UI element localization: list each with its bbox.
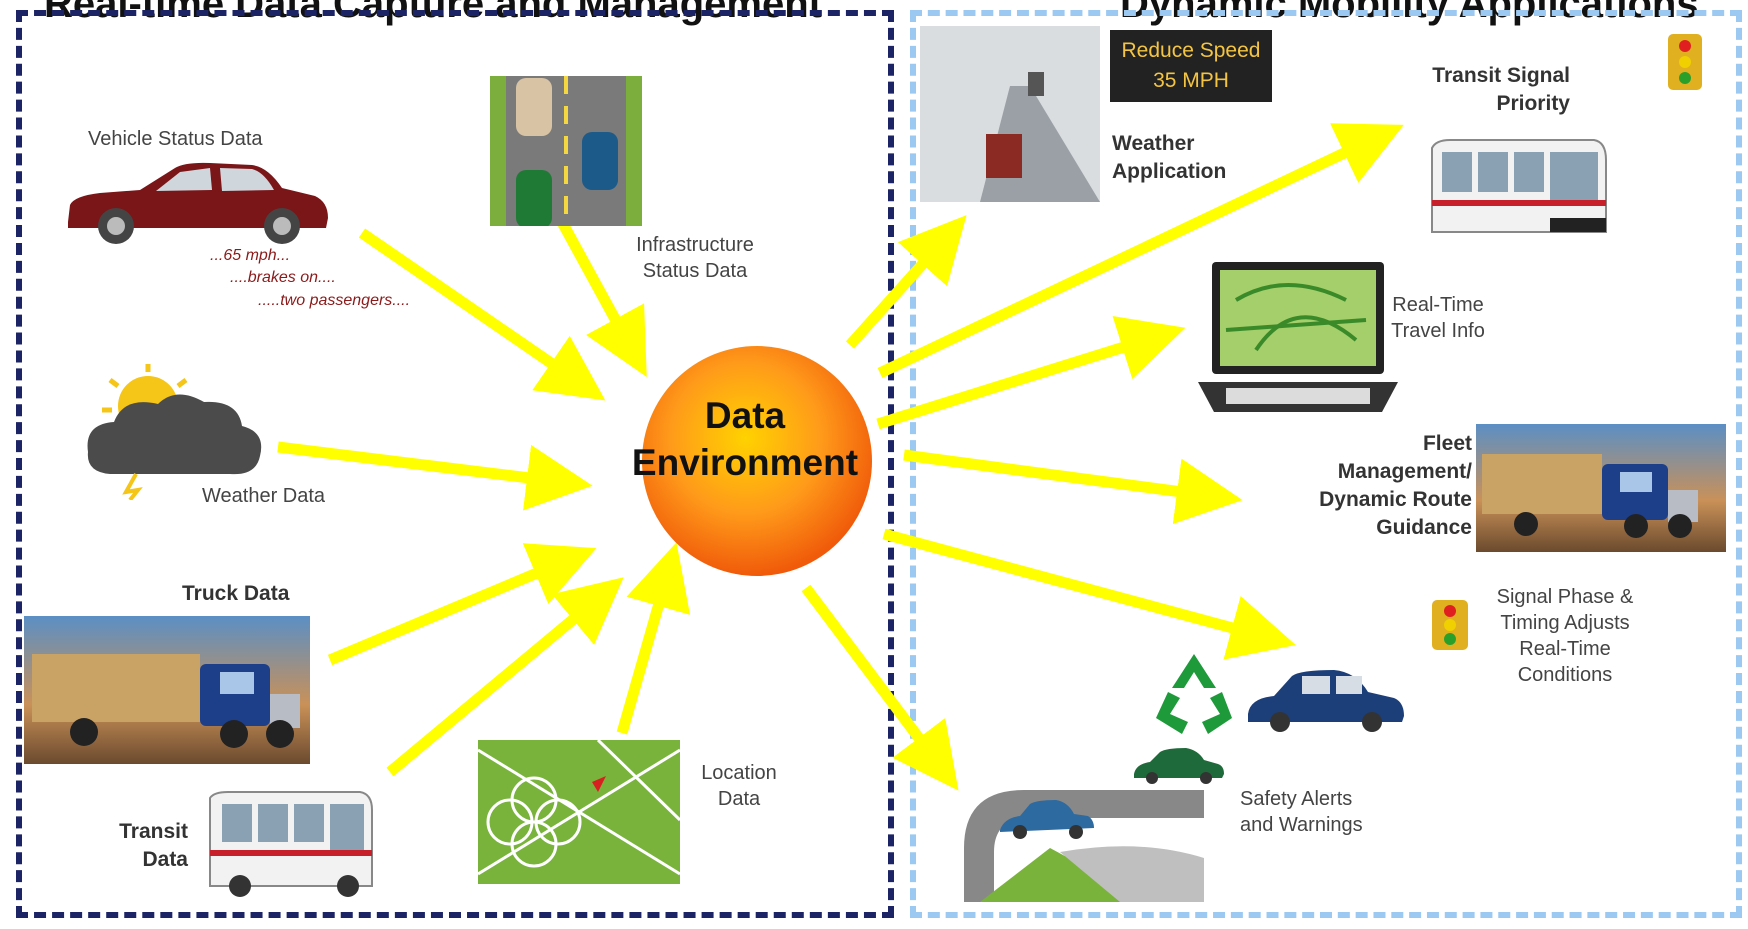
reduce-speed-sign: Reduce Speed 35 MPH	[1110, 30, 1272, 102]
travel-info-label: Real-Time Travel Info	[1391, 294, 1485, 342]
vehicle-note-speed: ...65 mph...	[210, 247, 291, 264]
signal-traffic-light-icon	[1432, 600, 1468, 650]
transit-data-label: Transit Data	[119, 820, 188, 871]
arrow-hub-to-safety	[801, 584, 959, 791]
transit-bus-icon	[1431, 139, 1607, 233]
arrow-hub-to-signal-phase	[882, 528, 1296, 660]
truck-icon	[24, 616, 310, 764]
arrow-hub-to-fleet	[903, 449, 1243, 525]
map-icon	[478, 740, 680, 884]
road-icon	[490, 76, 642, 226]
signal-car-icon	[1248, 670, 1404, 732]
arrow-weather-to-hub	[277, 441, 593, 511]
weather-data-label: Weather Data	[202, 485, 326, 507]
vehicle-note-brakes: ....brakes on....	[230, 269, 336, 286]
arrow-location-to-hub	[616, 542, 691, 735]
arrow-hub-to-travel-info	[876, 316, 1186, 430]
mobility-applications-panel	[910, 10, 1742, 918]
safety-car-icon	[1134, 748, 1224, 784]
truck-data-label: Truck Data	[182, 582, 290, 605]
arrow-infrastructure-to-hub	[557, 219, 647, 378]
infrastructure-label: Infrastructure Status Data	[636, 234, 754, 282]
signal-phase-label: Signal Phase & Timing Adjusts Real-Time …	[1496, 586, 1634, 686]
location-data-label: Location Data	[701, 762, 777, 810]
snow-road-icon	[920, 26, 1100, 202]
arrow-vehicle-to-hub	[358, 228, 606, 401]
data-capture-panel	[16, 10, 894, 918]
vehicle-note-passengers: .....two passengers....	[258, 292, 411, 309]
arrow-transit-to-hub	[386, 577, 624, 777]
arrow-hub-to-weather-app	[845, 215, 967, 349]
arrow-hub-to-transit-signal	[877, 123, 1404, 378]
arrow-truck-to-hub	[327, 543, 597, 666]
data-environment-hub	[642, 346, 872, 576]
weather-application-label: Weather Application	[1112, 132, 1227, 183]
bus-icon	[209, 791, 373, 897]
vehicle-status-label: Vehicle Status Data	[88, 128, 263, 150]
fleet-truck-icon	[1476, 424, 1726, 552]
car-icon	[68, 162, 328, 244]
safety-alerts-label: Safety Alerts and Warnings	[1240, 788, 1363, 836]
fleet-management-label: Fleet Management/ Dynamic Route Guidance	[1319, 432, 1472, 539]
road-curve-icon	[964, 790, 1204, 902]
recycle-icon	[1156, 654, 1232, 734]
transit-signal-priority-label: Transit Signal Priority	[1432, 64, 1570, 115]
cloud-sun-icon	[87, 364, 262, 500]
laptop-icon	[1198, 262, 1398, 412]
hub-label: Data Environment	[631, 395, 859, 483]
traffic-light-icon	[1668, 34, 1702, 90]
